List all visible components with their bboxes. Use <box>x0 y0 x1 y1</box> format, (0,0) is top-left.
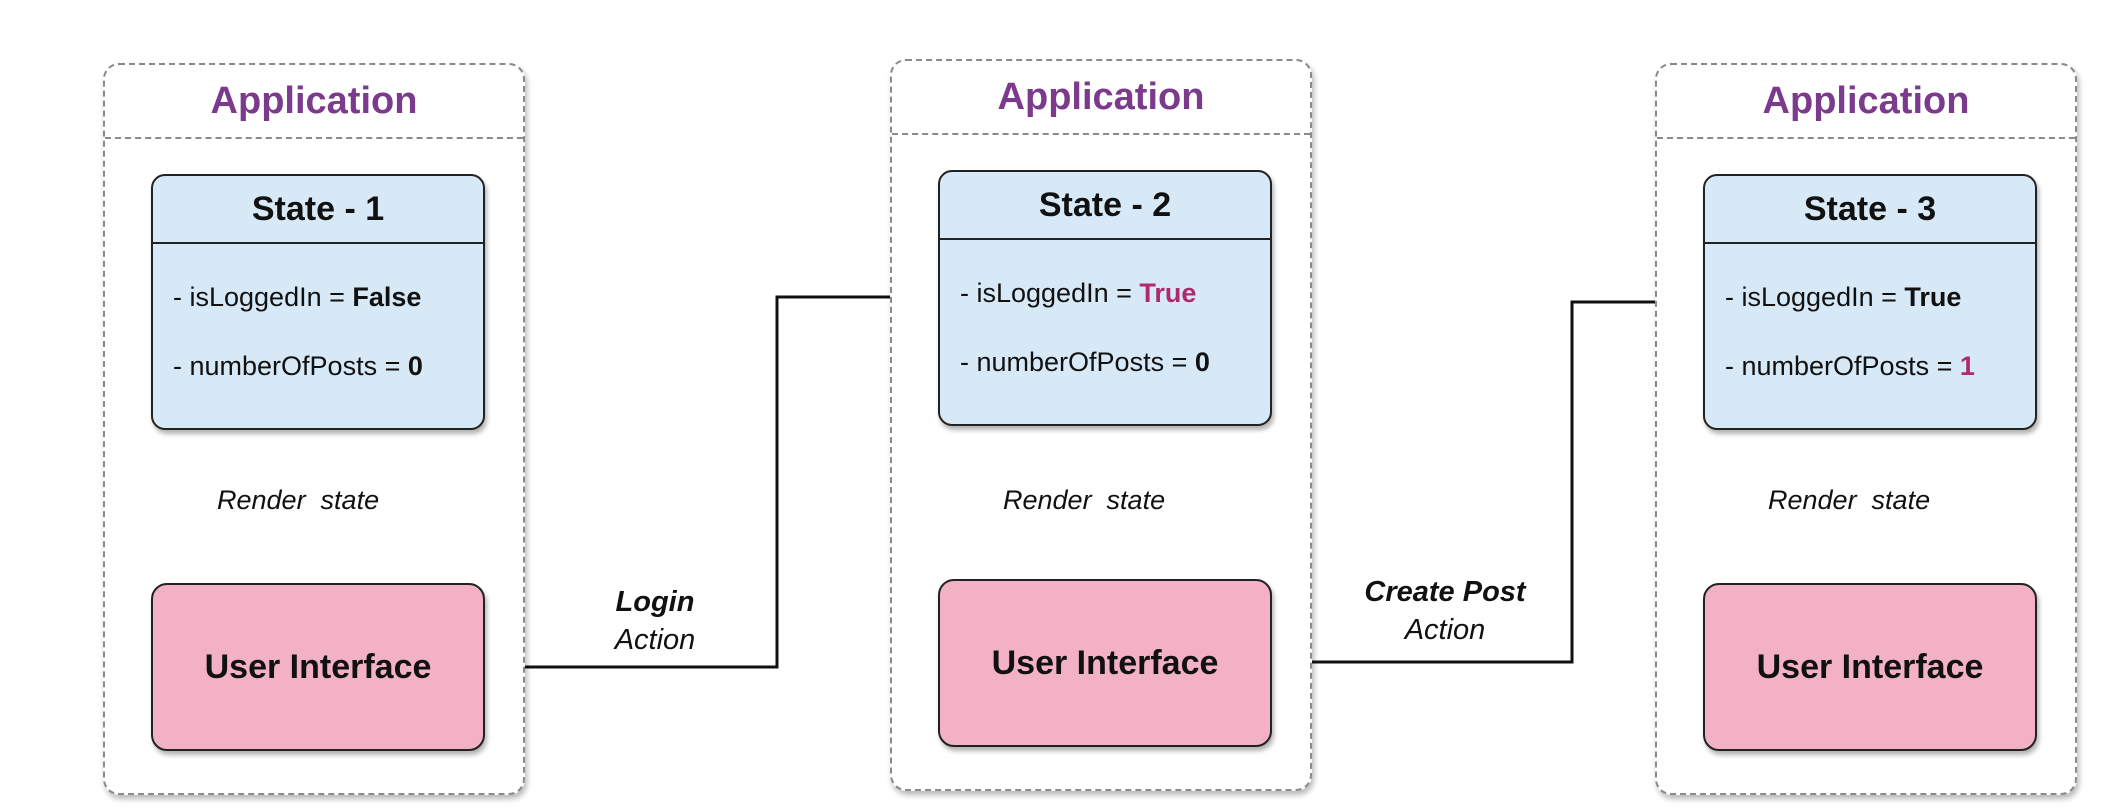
render-state-label-2: Render state <box>1003 485 1166 515</box>
state-field-numberofposts: - numberOfPosts = 1 <box>1725 351 1975 382</box>
divider <box>892 133 1310 135</box>
action-kind: Action <box>614 624 696 656</box>
state-box-1: State - 1 - isLoggedIn = False - numberO… <box>151 174 485 430</box>
state-field-numberofposts: - numberOfPosts = 0 <box>960 347 1210 378</box>
application-title: Application <box>210 79 418 122</box>
field-value: 1 <box>1959 351 1975 381</box>
render-state-label-3: Render state <box>1768 485 1931 515</box>
state-box-3: State - 3 - isLoggedIn = True - numberOf… <box>1703 174 2037 430</box>
user-interface-box-3: User Interface <box>1703 583 2037 751</box>
divider <box>1657 137 2075 139</box>
action-name: Create Post <box>1364 576 1526 608</box>
field-value: True <box>1904 282 1962 312</box>
state-box-2: State - 2 - isLoggedIn = True - numberOf… <box>938 170 1272 426</box>
field-label: - isLoggedIn = <box>173 282 353 312</box>
application-title: Application <box>1762 79 1970 122</box>
field-label: - numberOfPosts = <box>1725 351 1960 381</box>
field-label: - isLoggedIn = <box>1725 282 1905 312</box>
field-value: True <box>1139 278 1197 308</box>
login-action-arrow <box>487 287 936 669</box>
field-label: - numberOfPosts = <box>960 347 1195 377</box>
action-name: Login <box>615 586 695 618</box>
field-value: 0 <box>407 351 423 381</box>
field-label: - numberOfPosts = <box>173 351 408 381</box>
login-action-label: Login Action <box>580 583 730 659</box>
render-state-label-1: Render state <box>217 485 380 515</box>
state-field-isloggedin: - isLoggedIn = True <box>960 278 1196 309</box>
state-title: State - 3 <box>1705 176 2035 244</box>
field-value: 0 <box>1194 347 1210 377</box>
state-field-isloggedin: - isLoggedIn = False <box>173 282 421 313</box>
state-title: State - 2 <box>940 172 1270 240</box>
divider <box>105 137 523 139</box>
user-interface-box-2: User Interface <box>938 579 1272 747</box>
create-post-action-arrow <box>1273 292 1702 664</box>
field-label: - isLoggedIn = <box>960 278 1140 308</box>
application-title: Application <box>997 75 1205 118</box>
state-field-numberofposts: - numberOfPosts = 0 <box>173 351 423 382</box>
action-kind: Action <box>1404 614 1486 646</box>
state-field-isloggedin: - isLoggedIn = True <box>1725 282 1961 313</box>
state-title: State - 1 <box>153 176 483 244</box>
create-post-action-label: Create Post Action <box>1340 573 1550 649</box>
user-interface-box-1: User Interface <box>151 583 485 751</box>
field-value: False <box>352 282 422 312</box>
